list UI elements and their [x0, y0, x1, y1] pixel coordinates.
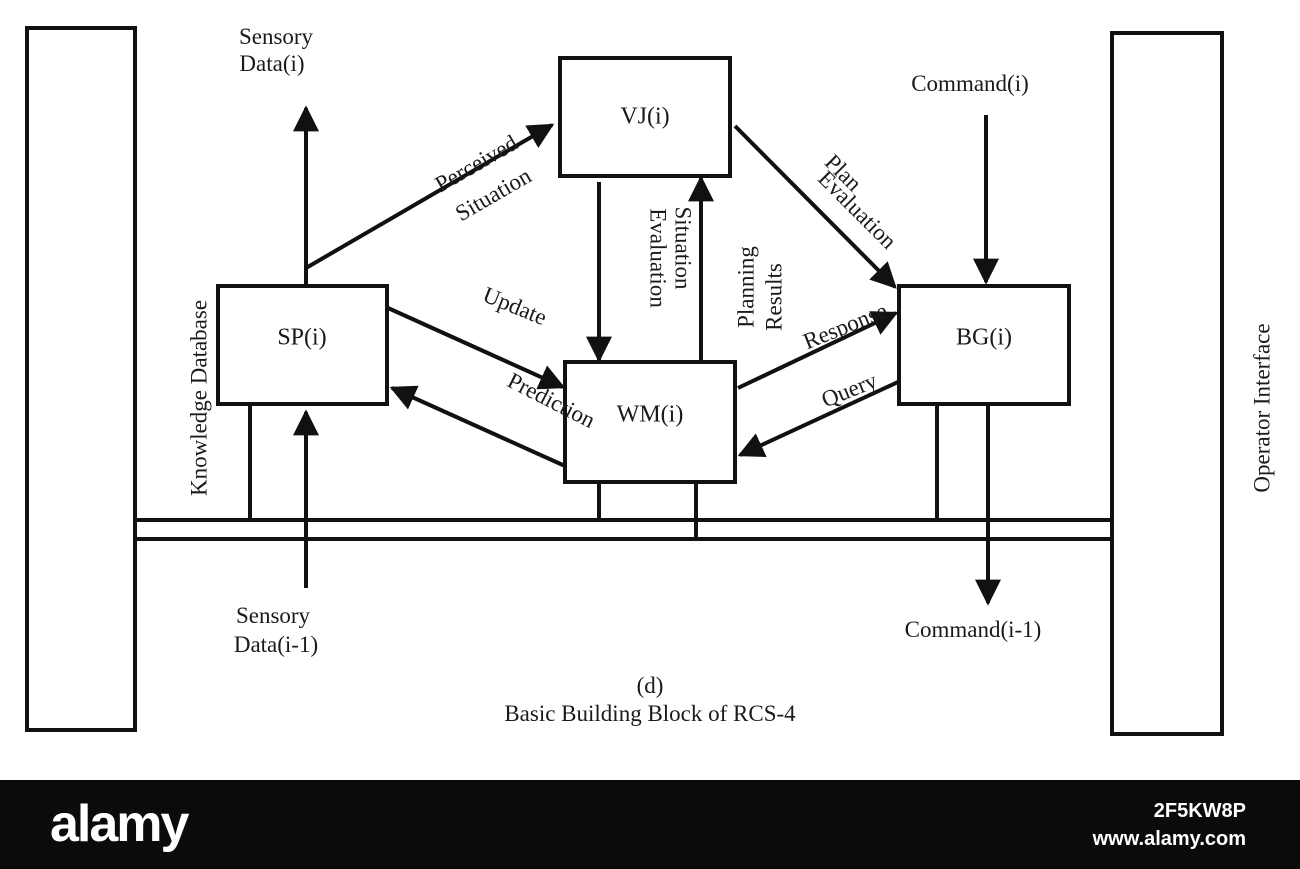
results-label: Results: [761, 263, 786, 331]
sensory-data-i-label-line2: Data(i): [239, 51, 304, 76]
sp-module: [216, 284, 389, 406]
response-arrow: [737, 311, 899, 390]
caption-title: Basic Building Block of RCS-4: [504, 701, 796, 726]
sensory-data-i-minus-1-label-line2: Data(i-1): [234, 632, 318, 657]
wm-module: [563, 360, 737, 484]
query-arrow: [737, 380, 899, 457]
operator-interface-label: Operator Interface: [1249, 323, 1274, 492]
knowledge-database-label: Knowledge Database: [186, 300, 211, 496]
command-i-minus-1-label: Command(i-1): [905, 617, 1042, 642]
caption-label: (d): [637, 673, 664, 698]
bg-module: [897, 284, 1071, 406]
wm-label: WM(i): [617, 402, 684, 428]
alamy-logo: alamy: [50, 795, 189, 853]
situation-vertical-label: Situation: [671, 206, 696, 290]
command-i-label: Command(i): [911, 71, 1029, 96]
prediction-arrow: [389, 385, 566, 468]
response-label: Response: [800, 298, 891, 354]
bg-label: BG(i): [956, 325, 1012, 351]
knowledge-database-panel: [25, 26, 137, 732]
perceived-situation-arrow: [304, 123, 555, 270]
vj-label: VJ(i): [620, 104, 669, 130]
stock-image-id: 2F5KW8P: [1153, 800, 1246, 822]
sp-label: SP(i): [277, 325, 326, 351]
vj-module: [558, 56, 732, 178]
watermark-footer: alamy 2F5KW8P www.alamy.com: [0, 780, 1300, 869]
plan-evaluation-arrow: [733, 124, 897, 289]
evaluation-vertical-label: Evaluation: [646, 208, 671, 308]
sensory-data-i-label-line1: Sensory: [239, 24, 314, 49]
planning-label: Planning: [733, 246, 758, 328]
stock-url: www.alamy.com: [1092, 828, 1246, 850]
rcs4-building-block-diagram: VJ(i) SP(i) WM(i) BG(i) Knowledge Databa…: [25, 24, 1274, 736]
update-arrow: [387, 306, 566, 390]
operator-interface-panel: [1110, 31, 1224, 736]
sensory-data-i-minus-1-label-line1: Sensory: [236, 603, 311, 628]
update-label: Update: [479, 282, 550, 330]
